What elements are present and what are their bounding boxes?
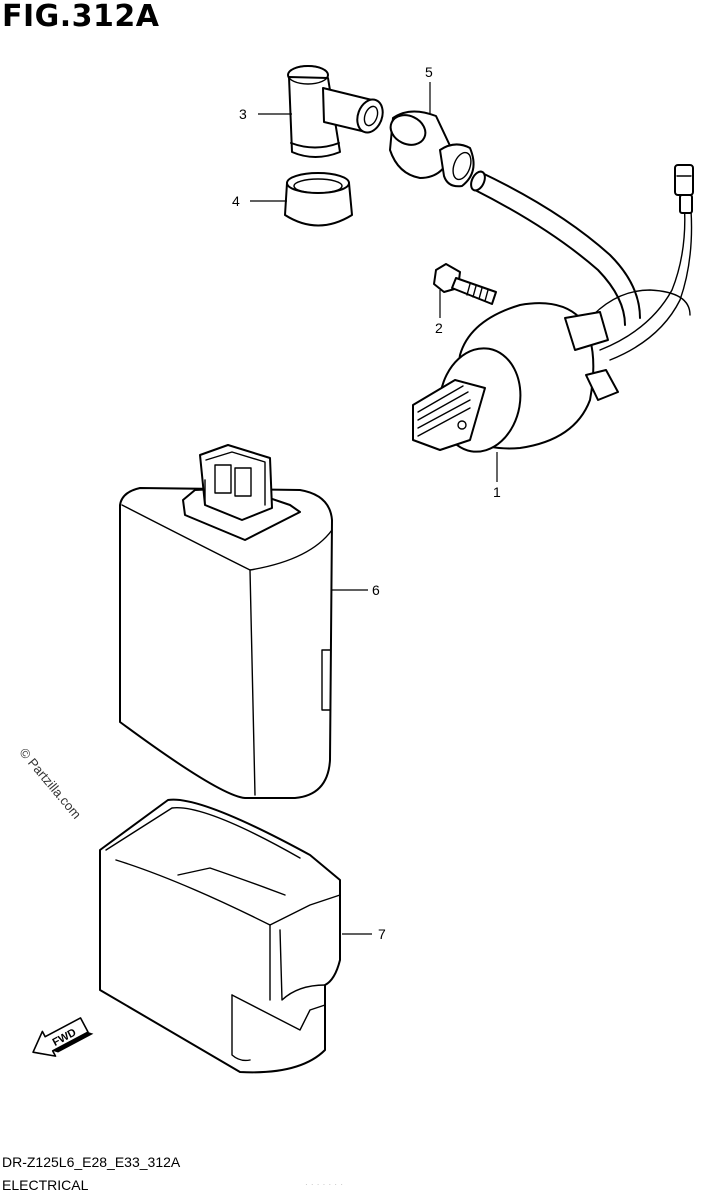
part-seal-ring[interactable] — [284, 172, 353, 227]
figure-title: FIG.312A — [2, 0, 160, 34]
part-bolt[interactable] — [433, 263, 497, 305]
faint-note: · · · · · · · — [305, 1180, 344, 1189]
callout-1: 1 — [493, 484, 501, 500]
callout-3: 3 — [239, 106, 247, 122]
callout-7: 7 — [378, 926, 386, 942]
part-cdi-holder[interactable] — [99, 798, 341, 1074]
callout-5: 5 — [425, 64, 433, 80]
part-grommet[interactable] — [386, 110, 475, 188]
fwd-arrow-icon: FWD — [32, 1017, 94, 1057]
wire-connector[interactable] — [674, 164, 694, 214]
diagram-code: DR-Z125L6_E28_E33_312A — [2, 1154, 181, 1170]
callout-6: 6 — [372, 582, 380, 598]
section-name: ELECTRICAL — [2, 1177, 89, 1193]
part-plug-cap[interactable] — [287, 65, 387, 158]
cdi-connector[interactable] — [182, 444, 301, 541]
part-cdi-unit[interactable] — [119, 444, 333, 799]
callout-4: 4 — [232, 193, 240, 209]
part-ignition-coil[interactable] — [412, 164, 694, 458]
callout-2: 2 — [435, 320, 443, 336]
